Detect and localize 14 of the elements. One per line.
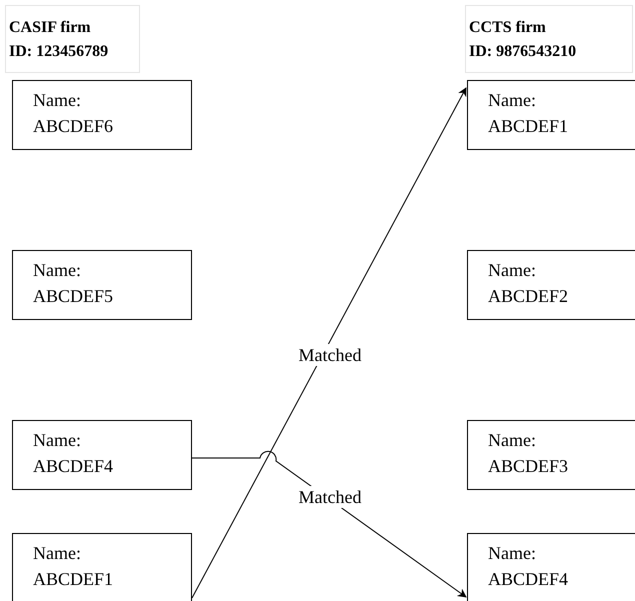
name-box: Name: ABCDEF2	[467, 250, 635, 320]
name-box: Name: ABCDEF1	[12, 533, 192, 601]
edge-label: Matched	[296, 486, 364, 508]
name-box: Name: ABCDEF1	[467, 80, 635, 150]
firm-header: CASIF firm ID: 123456789	[5, 5, 140, 73]
name-box: Name: ABCDEF4	[12, 420, 192, 490]
name-box: Name: ABCDEF5	[12, 250, 192, 320]
connector-arrow	[192, 87, 466, 598]
name-box: Name: ABCDEF6	[12, 80, 192, 150]
connector-arrow	[192, 450, 467, 598]
edge-label: Matched	[296, 344, 364, 366]
firm-header: CCTS firm ID: 9876543210	[465, 5, 633, 73]
name-box: Name: ABCDEF4	[467, 533, 635, 601]
name-box: Name: ABCDEF3	[467, 420, 635, 490]
